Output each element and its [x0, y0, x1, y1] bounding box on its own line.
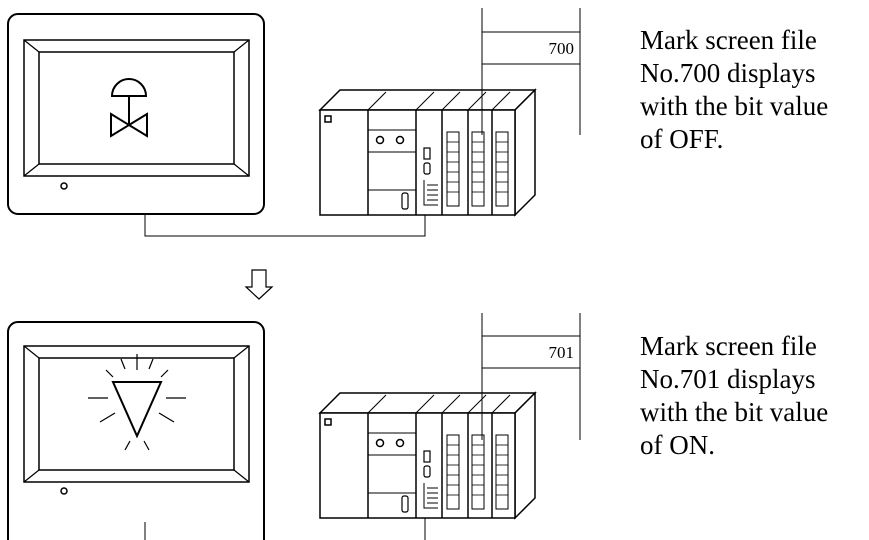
caption-line: with the bit value [640, 91, 829, 121]
panel-off-state: 700 [7, 8, 581, 237]
down-arrow-icon [244, 269, 274, 300]
gt-monitor-top [7, 13, 265, 215]
device-value-bottom: 701 [549, 343, 575, 362]
caption-line: No.700 displays [640, 58, 816, 88]
caption-line: of OFF. [640, 124, 724, 154]
device-box-bottom: 701 [481, 313, 581, 440]
caption-line: Mark screen file [640, 25, 817, 55]
connection-cable-top [144, 214, 426, 237]
device-value-top: 700 [549, 39, 575, 58]
caption-off-state: Mark screen file No.700 displays with th… [640, 24, 828, 156]
gt-monitor-bottom [7, 321, 265, 540]
caption-line: with the bit value [640, 397, 829, 427]
device-box-top: 700 [481, 8, 581, 135]
plc-unit-bottom [319, 392, 536, 519]
valve-mark [110, 78, 148, 138]
plc-unit-top [319, 89, 536, 216]
panel-on-state: 701 [7, 313, 581, 540]
caption-line: No.701 displays [640, 364, 816, 394]
caption-line: of ON. [640, 430, 715, 460]
caption-on-state: Mark screen file No.701 displays with th… [640, 330, 828, 462]
caption-line: Mark screen file [640, 331, 817, 361]
warning-triangle-mark [88, 354, 186, 451]
